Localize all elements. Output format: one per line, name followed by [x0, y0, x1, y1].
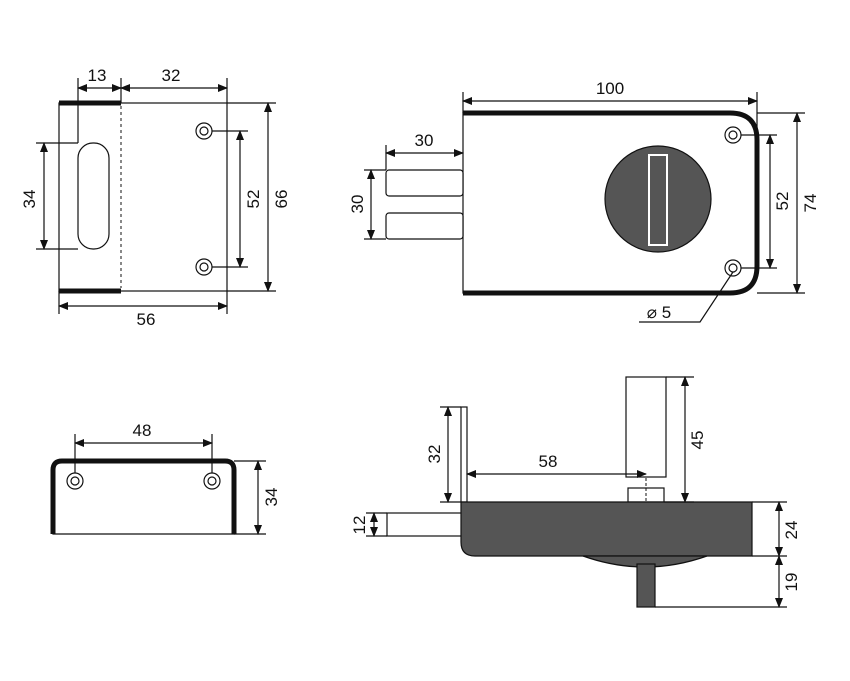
section-bolt	[386, 512, 463, 537]
front-dim-34-label: 34	[20, 190, 39, 209]
side-hole-diameter-label: ⌀ 5	[647, 303, 671, 322]
strike-dim-34-label: 34	[262, 488, 281, 507]
side-dim-52-label: 52	[773, 192, 792, 211]
side-hole-leader	[639, 271, 734, 323]
side-bolt-bottom	[385, 212, 464, 240]
front-dim-56-label: 56	[137, 310, 156, 329]
side-dim-100-label: 100	[596, 79, 624, 98]
side-dim-30-height-label: 30	[348, 195, 367, 214]
side-bolt-top	[385, 169, 464, 197]
strike-plate-edge	[50, 458, 237, 534]
section-dim-19-label: 19	[782, 573, 801, 592]
side-body-edge	[463, 110, 760, 296]
section-lock-body	[460, 501, 753, 557]
front-dim-66-label: 66	[272, 190, 291, 209]
section-dim-45-label: 45	[688, 431, 707, 450]
section-view: 32 58 45 12 24 19	[350, 376, 801, 608]
front-dim-32-label: 32	[162, 66, 181, 85]
strike-plate-outline	[52, 460, 235, 535]
section-dim-24-label: 24	[782, 521, 801, 540]
section-knob-stem	[636, 563, 656, 608]
section-dim-32-label: 32	[425, 445, 444, 464]
front-keyhole-slot	[77, 142, 110, 250]
section-vertical-plate	[460, 406, 468, 503]
side-dim-30-length-label: 30	[415, 131, 434, 150]
section-cylinder-housing	[625, 376, 667, 478]
section-dim-12-label: 12	[350, 516, 369, 535]
front-dim-52-label: 52	[244, 190, 263, 209]
side-cylinder-slot	[648, 154, 668, 246]
side-dim-74-label: 74	[801, 194, 820, 213]
front-view: 13 32 34 52 66 56	[20, 66, 291, 329]
section-dim-58-label: 58	[539, 452, 558, 471]
strike-view: 48 34	[50, 421, 281, 535]
strike-dim-48-label: 48	[133, 421, 152, 440]
side-view: 100 30 30 52 74 ⌀ 5	[348, 79, 820, 323]
front-dim-13-label: 13	[88, 66, 107, 85]
